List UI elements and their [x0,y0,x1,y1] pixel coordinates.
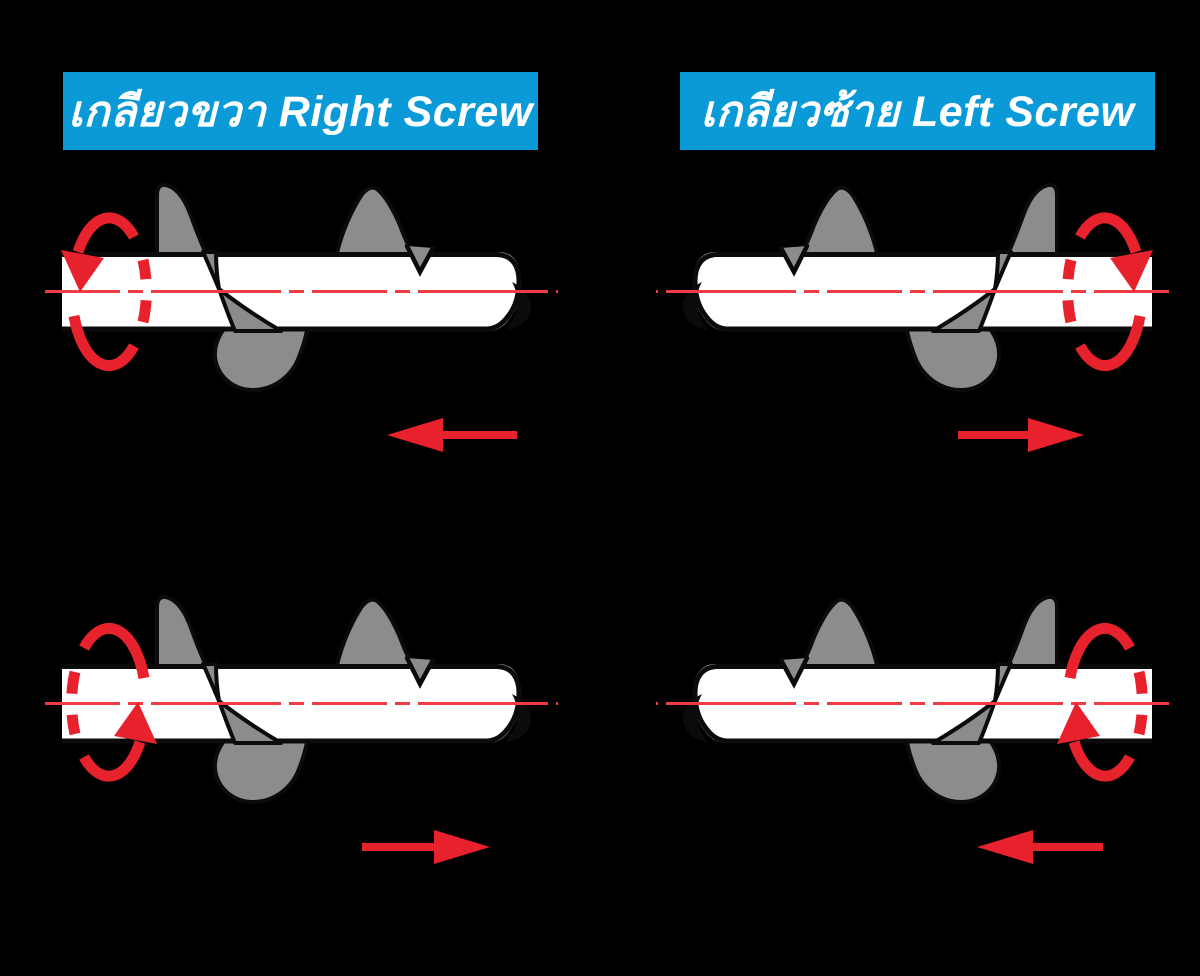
screw-illustration-bottom-left [45,597,558,864]
screw-illustration-bottom-right [656,597,1169,864]
movement-arrow-right [958,418,1084,452]
movement-arrow-left [387,418,517,452]
movement-arrow-left [977,830,1103,864]
movement-arrow-right [362,830,490,864]
screw-illustration-top-right [656,185,1169,452]
header-right-screw: เกลียวขวา Right Screw [63,72,538,150]
header-left-screw: เกลียวซ้าย Left Screw [680,72,1155,150]
header-left-screw-label: เกลียวซ้าย Left Screw [700,88,1135,136]
header-right-screw-label: เกลียวขวา Right Screw [68,88,533,136]
screw-illustration-top-left [45,185,558,452]
